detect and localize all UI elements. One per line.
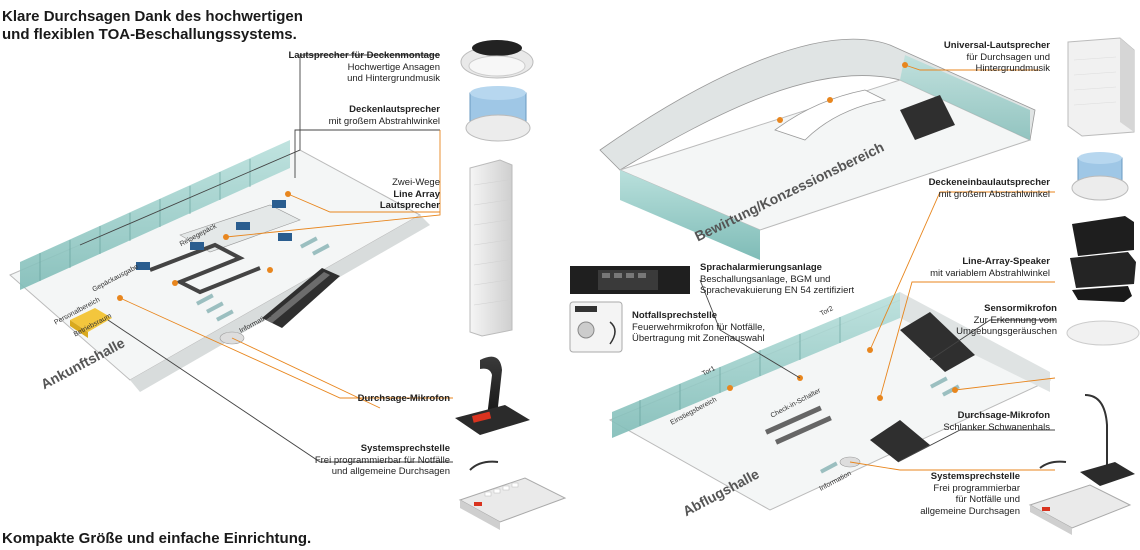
left-leader-lines bbox=[79, 54, 453, 463]
right-line-array-device bbox=[1070, 216, 1136, 302]
universal-speaker-device bbox=[1067, 37, 1135, 137]
callout-title: Sensormikrofon bbox=[984, 303, 1057, 314]
callout-line: Frei programmierbar für Notfälle bbox=[314, 454, 450, 466]
callout-universal-speaker: Universal-Lautsprecher für Durchsagen un… bbox=[870, 40, 1050, 75]
callout-title: Sprachalarmierungsanlage bbox=[700, 262, 822, 273]
callout-station: Systemsprechstelle Frei programmierbar f… bbox=[270, 443, 450, 478]
callout-line: für Durchsagen und bbox=[966, 51, 1050, 63]
callout-wide-speaker: Deckenlautsprecher mit großem Abstrahlwi… bbox=[260, 104, 440, 127]
callout-title: Lautsprecher bbox=[379, 200, 440, 211]
callout-station-right: Systemsprechstelle Frei programmierbar f… bbox=[880, 471, 1020, 517]
callout-title: Systemsprechstelle bbox=[360, 443, 450, 454]
callout-title: Systemsprechstelle bbox=[930, 471, 1020, 482]
callout-line: Umgebungsgeräuschen bbox=[956, 326, 1057, 337]
callout-line: Hintergrundmusik bbox=[975, 63, 1050, 74]
callout-title: Universal-Lautsprecher bbox=[943, 40, 1050, 51]
callout-title: Line Array bbox=[393, 188, 440, 200]
page-headline: Klare Durchsagen Dank des hochwertigen u… bbox=[2, 8, 303, 44]
callout-gooseneck-mic: Durchsage-Mikrofon Schlanker Schwanenhal… bbox=[900, 410, 1050, 433]
callout-title: Line-Array-Speaker bbox=[962, 256, 1050, 267]
left-wide-speaker-device bbox=[465, 86, 531, 142]
headline-line-2: und flexiblen TOA-Beschallungssystems. bbox=[2, 26, 297, 43]
callout-line: mit großem Abstrahlwinkel bbox=[328, 115, 440, 127]
emergency-station-device bbox=[569, 301, 623, 353]
callout-title: Deckeneinbaulautsprecher bbox=[928, 177, 1050, 188]
left-ceiling-speaker-device bbox=[460, 40, 534, 79]
callout-line: Schlanker Schwanenhals bbox=[943, 421, 1050, 433]
callout-line: Beschallungsanlage, BGM und bbox=[700, 273, 831, 285]
callout-ceiling-speaker-right: Deckeneinbaulautsprecher mit großem Abst… bbox=[870, 177, 1050, 200]
left-station-device bbox=[458, 460, 567, 530]
callout-line: Feuerwehrmikrofon für Notfälle, bbox=[632, 321, 766, 333]
callout-line-array: Zwei-Wege Line Array Lautsprecher bbox=[340, 177, 440, 212]
callout-line: Hochwertige Ansagen bbox=[347, 61, 440, 73]
callout-line: Frei programmierbar bbox=[933, 482, 1020, 494]
callout-line: und allgemeine Durchsagen bbox=[331, 466, 450, 477]
callout-ceiling-speaker: Lautsprecher für Deckenmontage Hochwerti… bbox=[230, 50, 440, 85]
left-line-array-device bbox=[469, 159, 513, 337]
callout-line: allgemeine Durchsagen bbox=[920, 505, 1020, 517]
callout-line: und Hintergrundmusik bbox=[347, 73, 440, 84]
callout-line: mit großem Abstrahlwinkel bbox=[938, 188, 1050, 200]
callout-title: Notfallsprechstelle bbox=[632, 310, 717, 321]
callout-line: für Notfälle und bbox=[955, 494, 1020, 505]
callout-line: Zwei-Wege bbox=[392, 177, 440, 188]
callout-line: Zur Erkennung vom bbox=[973, 314, 1057, 326]
callout-mic: Durchsage-Mikrofon bbox=[300, 393, 450, 405]
callout-line: Übertragung mit Zonenauswahl bbox=[632, 333, 765, 344]
callout-emergency-station: Notfallsprechstelle Feuerwehrmikrofon fü… bbox=[632, 310, 812, 345]
voice-alarm-device bbox=[570, 266, 690, 294]
callout-line-array-right: Line-Array-Speaker mit variablem Abstrah… bbox=[870, 256, 1050, 279]
callout-line: mit variablem Abstrahlwinkel bbox=[930, 267, 1050, 279]
callout-voice-alarm: Sprachalarmierungsanlage Beschallungsanl… bbox=[700, 262, 900, 297]
headline-line-1: Klare Durchsagen Dank des hochwertigen bbox=[2, 8, 303, 25]
concession-hall bbox=[599, 38, 1036, 260]
callout-title: Lautsprecher für Deckenmontage bbox=[288, 50, 440, 61]
callout-title: Deckenlautsprecher bbox=[349, 104, 440, 115]
callout-title: Durchsage-Mikrofon bbox=[357, 393, 450, 404]
callout-title: Durchsage-Mikrofon bbox=[957, 410, 1050, 421]
top-leader-lines bbox=[904, 64, 1040, 71]
callout-line: Sprachevakuierung EN 54 zertifiziert bbox=[700, 285, 855, 296]
right-leader-lines bbox=[699, 191, 1056, 471]
right-station-device bbox=[1028, 460, 1132, 535]
callout-sensor-mic: Sensormikrofon Zur Erkennung vom Umgebun… bbox=[900, 303, 1057, 338]
departure-hall bbox=[608, 292, 1052, 511]
page-footer: Kompakte Größe und einfache Einrichtung. bbox=[2, 530, 312, 547]
right-ceiling-speaker-device bbox=[1071, 152, 1129, 201]
sensor-mic-device bbox=[1066, 320, 1140, 346]
left-mic-device bbox=[455, 356, 530, 435]
gooseneck-mic-device bbox=[1080, 394, 1135, 486]
